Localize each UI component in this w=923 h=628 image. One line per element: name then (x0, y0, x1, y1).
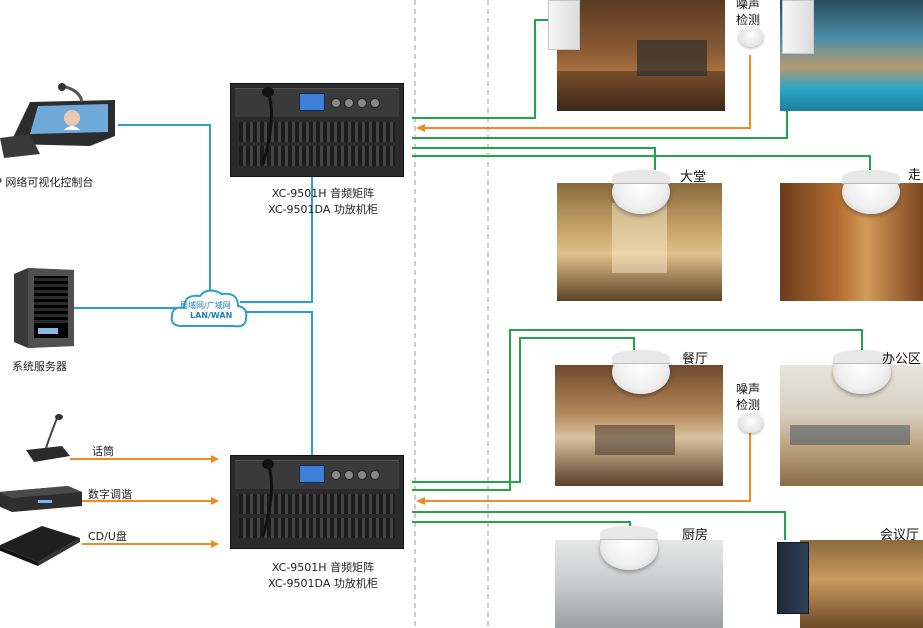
rack-microphone-icon (261, 87, 274, 165)
zone-label-office: 办公区 (882, 352, 922, 367)
microphone-icon (26, 414, 70, 462)
ceiling-speaker-lobby (612, 170, 670, 214)
rack-caption-top: XC-9501H 音频矩阵 XC-9501DA 功放机柜 (268, 187, 378, 216)
wall-speaker-gym (548, 0, 580, 50)
ip-console-label: IP 网络可视化控制台 (0, 176, 94, 189)
tuner-icon (0, 486, 82, 512)
network-label-en: LAN/WAN (190, 311, 233, 320)
tuner-label: 数字调谐 (88, 488, 132, 501)
rack-microphone-icon (261, 459, 274, 537)
ceiling-speaker-kitchen (600, 526, 658, 570)
audio-input-arrows (211, 455, 219, 548)
network-label-cn: 局域网/广域网 (180, 301, 231, 310)
zone-label-corridor: 走 (908, 168, 922, 183)
zone-label-lobby: 大堂 (680, 170, 707, 185)
amplifier-rack-bottom (230, 455, 404, 549)
zone-label-restaurant: 餐厅 (682, 352, 709, 367)
sensor-return-lines (422, 55, 751, 502)
mic-label: 话筒 (92, 445, 114, 458)
network-cloud-icon (170, 289, 248, 328)
rack-display (299, 93, 325, 111)
noise-sensor-icon (739, 413, 763, 433)
ceiling-speaker-corridor (842, 170, 900, 214)
rack-caption-bottom: XC-9501H 音频矩阵 XC-9501DA 功放机柜 (268, 561, 378, 590)
rack-display (299, 465, 325, 483)
noise-sensor-label-bottom: 噪声 检测 (736, 382, 761, 412)
noise-sensor-icon (739, 27, 763, 47)
zone-label-kitchen: 厨房 (682, 528, 709, 543)
box-speaker-meeting (777, 542, 809, 614)
ceiling-speaker-restaurant (612, 350, 670, 394)
cd-player-icon (0, 526, 80, 566)
player-label: CD/U盘 (88, 530, 127, 543)
audio-input-lines (70, 458, 214, 545)
ip-console-device (0, 83, 115, 158)
meeting-hall-photo (800, 540, 923, 628)
office-photo (780, 365, 923, 486)
noise-sensor-label-top: 噪声 检测 (736, 0, 761, 27)
server-icon (14, 268, 74, 348)
wall-speaker-pool (782, 0, 814, 54)
server-label: 系统服务器 (12, 360, 67, 373)
network-lines (72, 124, 313, 455)
zone-label-meeting: 会议厅 (880, 528, 920, 543)
speaker-lines-bottom (412, 329, 863, 540)
gym-photo (557, 0, 725, 111)
ceiling-speaker-office (833, 350, 891, 394)
